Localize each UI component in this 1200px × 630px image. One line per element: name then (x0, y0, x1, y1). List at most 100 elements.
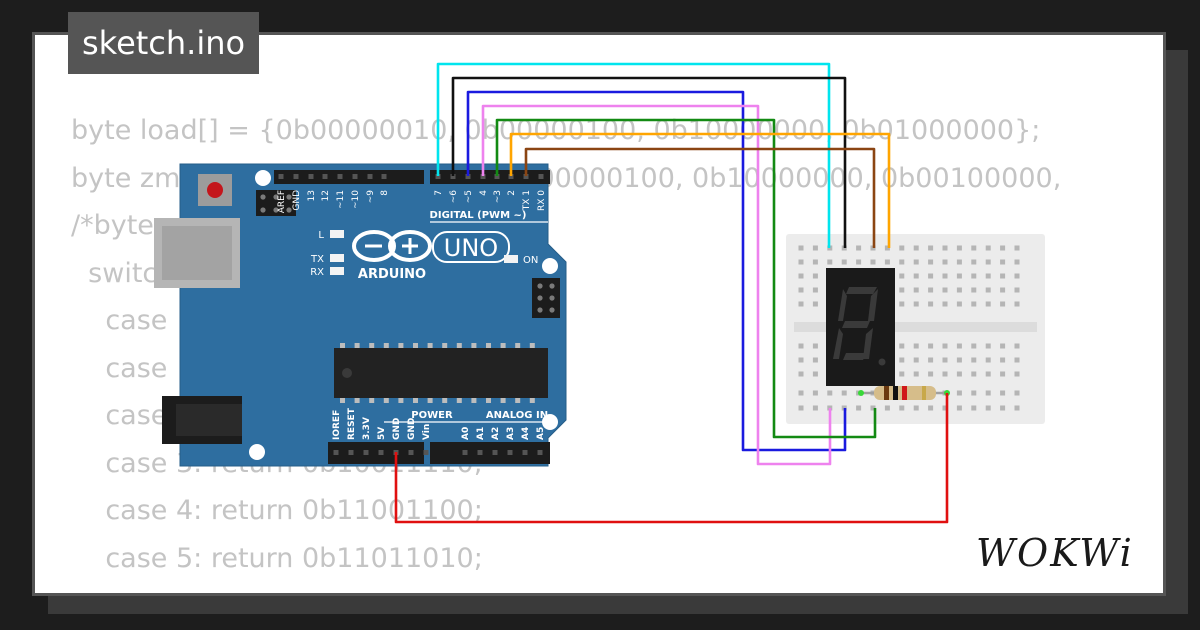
power-pin-label: Vin (422, 424, 432, 440)
breadboard-hole (1000, 343, 1006, 349)
analog-pin-label: A0 (461, 427, 471, 440)
breadboard-hole (928, 371, 934, 377)
led-on (504, 255, 518, 263)
breadboard-hole (1000, 390, 1006, 396)
pin-hole (348, 450, 354, 455)
pin-hole (293, 174, 299, 179)
led-l-label: L (318, 230, 324, 241)
breadboard-hole (856, 405, 862, 411)
breadboard-hole (798, 371, 804, 377)
pin-hole (408, 450, 414, 455)
breadboard-hole (971, 245, 977, 251)
breadboard-hole (812, 405, 818, 411)
breadboard-hole (812, 390, 818, 396)
chip-pin (515, 343, 521, 348)
breadboard-hole (913, 371, 919, 377)
breadboard-hole (812, 301, 818, 307)
breadboard-hole (841, 390, 847, 396)
breadboard-hole (942, 245, 948, 251)
breadboard-hole (798, 343, 804, 349)
pin-hole (450, 174, 456, 179)
pin-hole (462, 450, 468, 455)
breadboard-hole (971, 287, 977, 293)
breadboard-hole (942, 301, 948, 307)
breadboard-hole (985, 405, 991, 411)
breadboard-hole (985, 259, 991, 265)
board-brand: ARDUINO (358, 267, 426, 282)
board-model: UNO (444, 234, 498, 262)
seven-segment-display (826, 268, 895, 386)
top-pin-label: 12 (321, 190, 331, 201)
pin-hole (308, 174, 314, 179)
led-rx (330, 267, 344, 275)
breadboard-hole (1014, 259, 1020, 265)
top-pin-label: 8 (380, 190, 390, 196)
top-pin-label: 4 (479, 190, 489, 196)
breadboard-hole (928, 245, 934, 251)
breadboard-hole (1014, 287, 1020, 293)
pin-hole (322, 174, 328, 179)
pin-hole (537, 450, 543, 455)
chip-pin (354, 343, 360, 348)
chip-pin (486, 398, 491, 403)
breadboard-hole (884, 245, 890, 251)
breadboard-hole (942, 343, 948, 349)
top-pin-label: 13 (307, 190, 317, 201)
analog-pin-label: A4 (521, 427, 531, 440)
top-pin-label: ~5 (464, 190, 474, 203)
breadboard-hole (928, 343, 934, 349)
pin-hole (378, 450, 384, 455)
chip-pin (369, 398, 375, 403)
chip-pin (369, 343, 375, 348)
breadboard-hole (942, 273, 948, 279)
chip-pin (354, 398, 360, 403)
breadboard-hole (899, 357, 905, 363)
breadboard-hole (971, 273, 977, 279)
arduino-logo-icon (352, 230, 432, 262)
breadboard-hole (856, 259, 862, 265)
chip-pin (442, 343, 448, 348)
breadboard-hole (812, 371, 818, 377)
breadboard-hole (913, 357, 919, 363)
breadboard-hole (899, 259, 905, 265)
breadboard-hole (1014, 371, 1020, 377)
wire-pin6 (451, 76, 847, 248)
breadboard-hole (812, 259, 818, 265)
breadboard-hole (942, 259, 948, 265)
breadboard-hole (971, 390, 977, 396)
breadboard-hole (971, 301, 977, 307)
breadboard-hole (942, 405, 948, 411)
breadboard-hole (798, 287, 804, 293)
breadboard-hole (1000, 273, 1006, 279)
chip-pin (471, 343, 477, 348)
chip-pin (413, 398, 418, 403)
pin-hole (465, 174, 471, 179)
breadboard-hole (956, 273, 962, 279)
chip-pin (340, 343, 345, 348)
chip-pin (471, 398, 477, 403)
breadboard-hole (1014, 390, 1020, 396)
breadboard-hole (1014, 405, 1020, 411)
breadboard-hole (812, 357, 818, 363)
breadboard-hole (812, 343, 818, 349)
digital-header-label: DIGITAL (PWM ~) (430, 210, 527, 221)
breadboard-hole (985, 343, 991, 349)
digital-header-low (430, 170, 550, 184)
pin-hole (508, 174, 514, 179)
chip-pin (383, 343, 389, 348)
power-pin-label: GND (392, 418, 402, 440)
top-pin-label: ~6 (449, 190, 459, 204)
top-pin-label: ~3 (493, 190, 503, 203)
top-pin-label: ~9 (366, 190, 376, 204)
breadboard-hole (928, 301, 934, 307)
pin-hole (352, 174, 358, 179)
breadboard-hole (1014, 357, 1020, 363)
breadboard-hole (971, 371, 977, 377)
power-pin-label: RESET (347, 407, 357, 440)
breadboard-hole (899, 371, 905, 377)
power-header (328, 442, 424, 464)
top-pin-label: ~11 (336, 190, 346, 209)
pin-hole (522, 450, 528, 455)
wire-pin7 (436, 62, 831, 248)
